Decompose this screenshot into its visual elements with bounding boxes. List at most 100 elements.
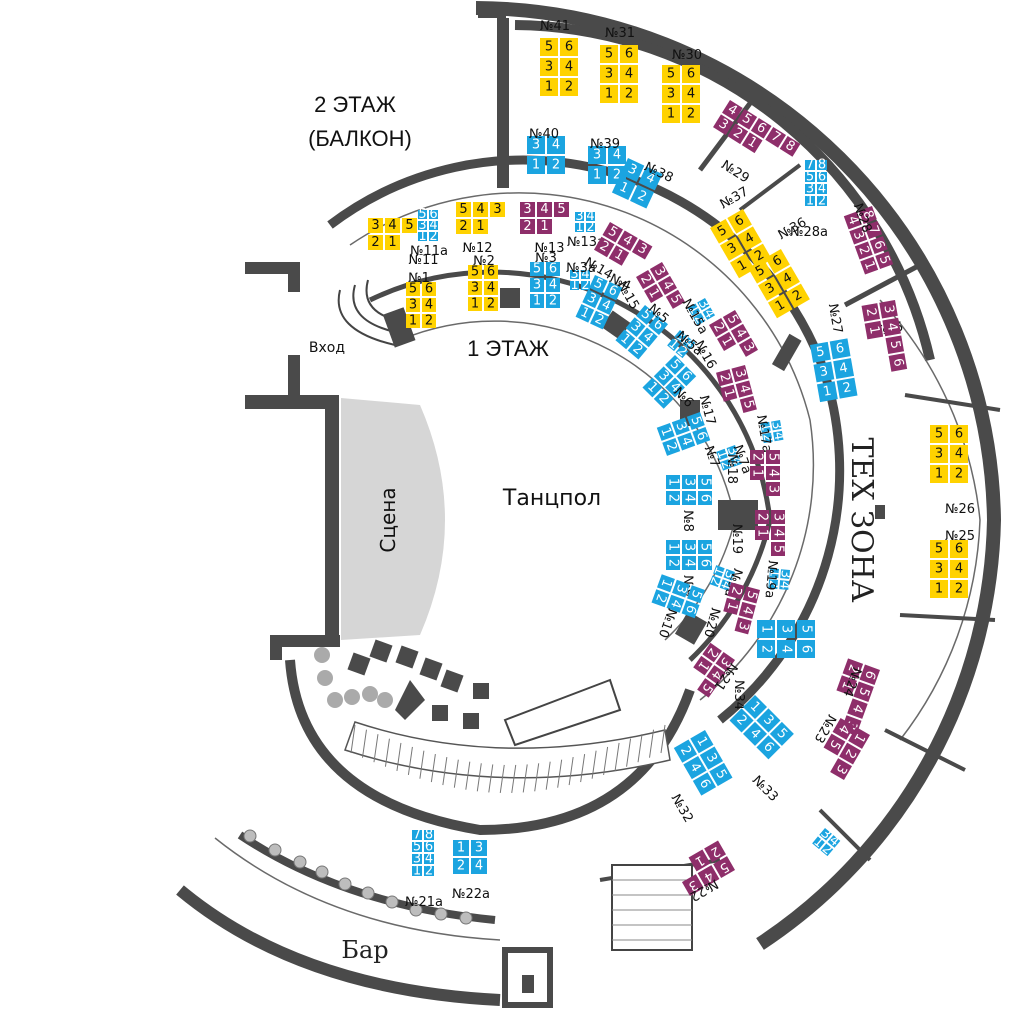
seat[interactable] [603, 281, 623, 301]
bar-stool[interactable] [409, 903, 423, 917]
seat[interactable] [468, 265, 482, 279]
seat[interactable] [864, 221, 883, 239]
seat[interactable] [737, 226, 762, 251]
seat[interactable] [540, 38, 558, 56]
seat[interactable] [422, 282, 436, 296]
seat[interactable] [715, 651, 735, 672]
seat[interactable] [777, 620, 795, 638]
seat[interactable] [582, 289, 601, 309]
seat[interactable] [368, 218, 383, 233]
seat[interactable] [719, 459, 732, 471]
seat[interactable] [727, 123, 749, 145]
seat[interactable] [832, 718, 855, 740]
seat[interactable] [730, 455, 742, 467]
seat[interactable] [755, 526, 769, 540]
seat[interactable] [402, 218, 417, 233]
seat[interactable] [672, 579, 690, 598]
seat[interactable] [615, 329, 636, 350]
seat[interactable] [456, 202, 471, 217]
seat[interactable] [620, 65, 638, 83]
seat[interactable] [750, 118, 772, 139]
seat[interactable] [666, 491, 680, 505]
seat[interactable] [704, 840, 726, 863]
seat[interactable] [950, 465, 968, 483]
seat[interactable] [771, 542, 785, 556]
seat[interactable] [710, 219, 735, 244]
seat[interactable] [651, 589, 670, 608]
seat[interactable] [471, 858, 487, 874]
seat[interactable] [424, 866, 434, 876]
seat[interactable] [885, 335, 905, 354]
seat[interactable] [698, 475, 712, 489]
seat[interactable] [859, 664, 880, 686]
seat[interactable] [720, 236, 745, 261]
seat[interactable] [697, 678, 717, 698]
seat[interactable] [698, 491, 712, 505]
seat[interactable] [682, 85, 700, 103]
seat[interactable] [765, 127, 786, 148]
seat[interactable] [853, 681, 874, 702]
seat[interactable] [768, 579, 779, 589]
seat[interactable] [769, 568, 780, 579]
seat[interactable] [702, 642, 722, 663]
seat[interactable] [686, 412, 705, 430]
seat[interactable] [429, 210, 438, 219]
seat[interactable] [608, 146, 626, 164]
bar-stool[interactable] [434, 907, 448, 921]
seat[interactable] [642, 377, 663, 398]
seat[interactable] [726, 445, 739, 457]
seat[interactable] [575, 223, 584, 232]
seat[interactable] [665, 289, 685, 309]
seat[interactable] [930, 425, 948, 443]
seat[interactable] [713, 114, 734, 136]
seat[interactable] [527, 156, 545, 174]
seat[interactable] [649, 262, 669, 282]
seat[interactable] [706, 665, 726, 685]
bar-stool[interactable] [459, 911, 473, 925]
seat[interactable] [861, 303, 881, 322]
seat[interactable] [817, 172, 827, 182]
seat[interactable] [833, 358, 855, 379]
seat[interactable] [805, 160, 815, 170]
seat[interactable] [600, 45, 618, 63]
seat[interactable] [779, 136, 801, 157]
seat[interactable] [771, 420, 782, 431]
seat[interactable] [849, 226, 868, 245]
seat[interactable] [692, 427, 711, 445]
seat[interactable] [520, 202, 535, 217]
seat[interactable] [620, 158, 645, 182]
seat[interactable] [682, 105, 700, 123]
seat[interactable] [681, 600, 700, 619]
seat[interactable] [617, 230, 638, 251]
seat[interactable] [698, 540, 712, 554]
seat[interactable] [682, 540, 696, 554]
seat[interactable] [702, 307, 715, 320]
seat[interactable] [627, 339, 648, 360]
seat[interactable] [930, 465, 948, 483]
seat[interactable] [854, 241, 873, 260]
seat[interactable] [546, 262, 560, 276]
seat[interactable] [424, 842, 434, 852]
seat[interactable] [713, 856, 735, 878]
seat[interactable] [847, 698, 868, 719]
seat[interactable] [468, 281, 482, 295]
seat[interactable] [755, 510, 769, 524]
bar-stool[interactable] [315, 865, 329, 879]
seat[interactable] [738, 601, 756, 619]
seat[interactable] [637, 327, 658, 348]
seat[interactable] [688, 849, 711, 872]
seat[interactable] [760, 421, 771, 433]
table-t9[interactable]: 563412№9 [666, 540, 713, 597]
seat[interactable] [681, 874, 704, 896]
seat[interactable] [675, 345, 689, 359]
seat[interactable] [673, 739, 698, 763]
